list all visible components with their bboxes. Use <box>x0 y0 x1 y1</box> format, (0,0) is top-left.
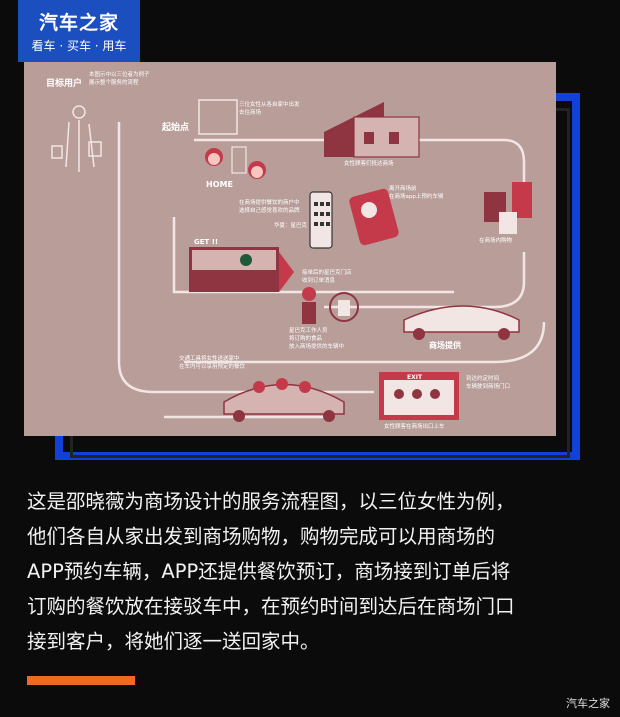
start-label: 起始点 <box>161 121 189 133</box>
home-building-icon <box>198 99 238 135</box>
service-flow-infographic: 目标用户 本图示中以三位者为例子 展示整个服务的流程 起始点 三位女性从各自家中… <box>24 62 556 436</box>
step-leave-2: 在商场app上预约车辆 <box>389 192 444 200</box>
logo-title: 汽车之家 <box>38 12 119 34</box>
step-pickup-1: 到达约定时间 <box>466 374 499 382</box>
phone-app-illustration <box>309 188 399 249</box>
step-car-1: 交通工具将女性送送家中 <box>179 354 240 362</box>
step-enter-mall: 女性顾客们抵达商场 <box>344 159 394 167</box>
step-order-1: 接单后的星巴克门店 <box>302 268 352 276</box>
step-app-3: 华夏：星巴克 <box>274 221 308 229</box>
mall-provide-label: 商场提供 <box>429 340 461 350</box>
watermark: 汽车之家 <box>566 697 610 710</box>
step-app-2: 选择自己感觉喜欢的品牌 <box>239 206 300 214</box>
mall-building-illustration <box>324 102 420 158</box>
target-user-desc-2: 展示整个服务的流程 <box>89 78 139 86</box>
caption-line-3: APP预约车辆，APP还提供餐饮预订，商场接到订单后将 <box>27 560 511 583</box>
step-staff-2: 将订购的食品 <box>289 334 323 342</box>
decorative-orange-bar <box>27 676 135 685</box>
step-three-women-2: 去往商场 <box>239 108 262 116</box>
step-app-1: 在商场提供餐饮的商户中 <box>239 198 300 206</box>
step-staff-3: 放入商场提供的车辆中 <box>289 342 344 350</box>
target-user-desc-1: 本图示中以三位者为例子 <box>89 70 150 78</box>
autohome-logo[interactable]: 汽车之家 看车 · 买车 · 用车 <box>18 0 140 62</box>
shuttle-vehicle-illustration <box>403 305 520 340</box>
caption-line-1: 这是邵晓薇为商场设计的服务流程图，以三位女性为例， <box>27 490 515 513</box>
step-leave-1: 离开商场前 <box>389 184 417 192</box>
home-women-illustration <box>205 146 266 179</box>
shopping-bags-illustration <box>484 182 532 234</box>
article-caption: 这是邵晓薇为商场设计的服务流程图，以三位女性为例， 他们各自从家出发到商场购物，… <box>27 484 595 659</box>
caption-line-4: 订购的餐饮放在接驳车中，在预约时间到达后在商场门口 <box>27 595 515 618</box>
step-pickup-2: 车辆驶到商场门口 <box>466 382 510 390</box>
step-three-women: 三位女性从各自家中出发 <box>239 100 300 108</box>
shuttle-with-women-illustration <box>223 378 345 422</box>
step-board: 女性顾客在商场出口上车 <box>384 422 445 430</box>
exit-label: EXIT <box>407 374 423 381</box>
step-shopping: 在商场内购物 <box>479 236 513 244</box>
flow-lines <box>117 122 546 419</box>
get-label: GET !! <box>194 238 218 246</box>
step-order-2: 收到订单消息 <box>302 276 336 284</box>
caption-line-2: 他们各自从家出发到商场购物，购物完成可以用商场的 <box>27 525 496 548</box>
target-user-label: 目标用户 <box>46 77 82 89</box>
target-users-illustration <box>51 105 102 172</box>
home-label: HOME <box>206 180 233 189</box>
starbucks-store-illustration <box>189 247 294 292</box>
logo-subtitle: 看车 · 买车 · 用车 <box>31 39 127 53</box>
step-staff-1: 星巴克工作人员 <box>289 326 328 334</box>
infographic-svg: 目标用户 本图示中以三位者为例子 展示整个服务的流程 起始点 三位女性从各自家中… <box>46 70 546 430</box>
mall-exit-illustration <box>379 372 459 420</box>
staff-delivery-illustration <box>302 287 359 324</box>
step-car-2: 在车内可以享用预定的餐饮 <box>179 362 246 370</box>
caption-line-5: 接到客户，将她们逐一送回家中。 <box>27 630 320 653</box>
